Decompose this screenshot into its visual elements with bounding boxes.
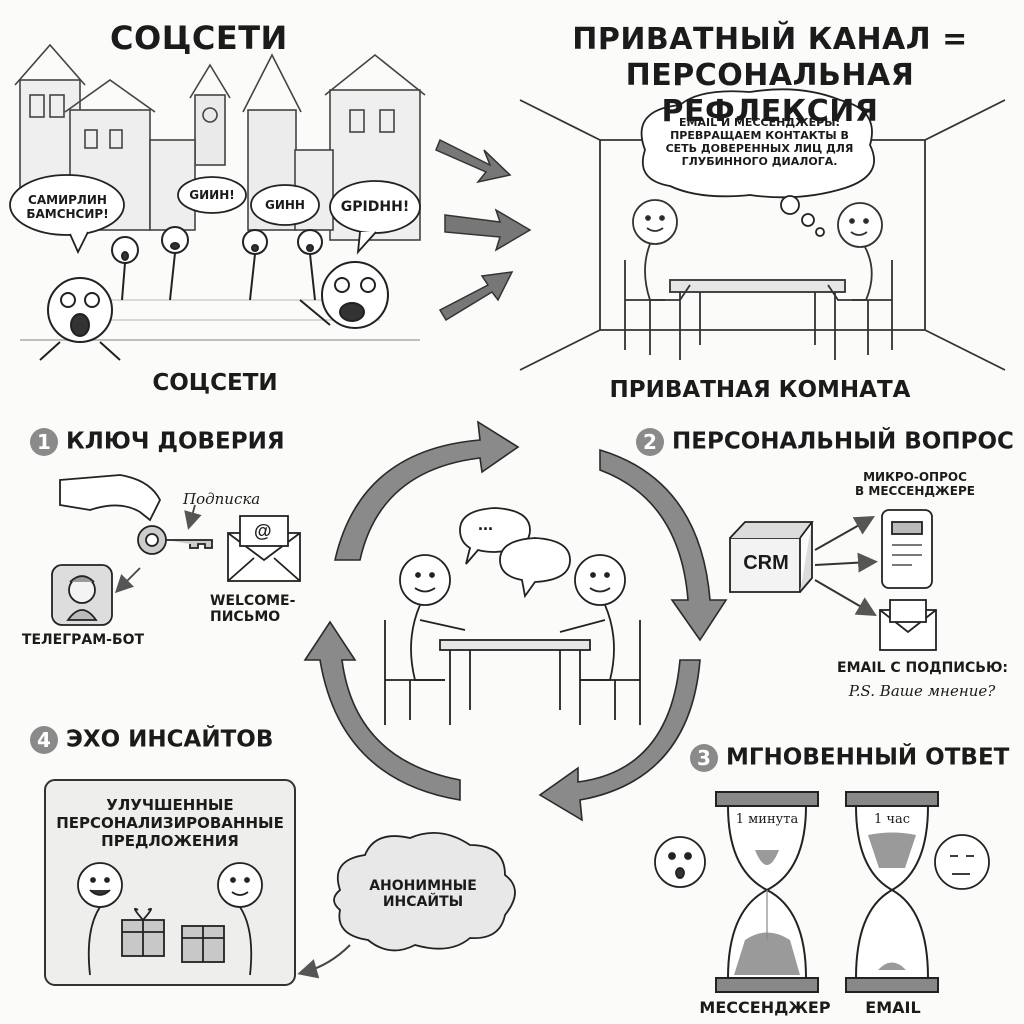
step-3-title: 3 МГНОВЕННЫЙ ОТВЕТ — [690, 744, 1009, 772]
offers-text: УЛУЧШЕННЫЕ ПЕРСОНАЛИЗИРОВАННЫЕ ПРЕДЛОЖЕН… — [56, 796, 284, 850]
emoji-faces — [654, 834, 990, 890]
subscription-label: Подписка — [183, 490, 261, 508]
step-3-label: МГНОВЕННЫЙ ОТВЕТ — [726, 744, 1010, 771]
step-2-number: 2 — [636, 428, 664, 456]
cycle-arrows — [303, 420, 728, 822]
step-1-label: КЛЮЧ ДОВЕРИЯ — [66, 428, 285, 455]
welcome-mail-label: WELCOME- ПИСЬМО — [210, 593, 296, 625]
center-dialogue — [384, 507, 641, 725]
bubble-text-2: GИИН! — [189, 188, 235, 202]
step-3-number: 3 — [690, 744, 718, 772]
step-4-label: ЭХО ИНСАЙТОВ — [66, 726, 274, 753]
social-caption: СОЦСЕТИ — [152, 370, 278, 396]
thought-bubble — [640, 88, 875, 237]
ps-opinion-text: P.S. Ваше мнение? — [848, 682, 996, 700]
hourglass-icon — [845, 791, 939, 993]
at-symbol: @ — [254, 521, 272, 541]
envelope-icon — [879, 599, 937, 651]
speech-bubbles — [9, 174, 421, 255]
arrow-icon — [435, 138, 532, 322]
private-room-caption: ПРИВАТНАЯ КОМНАТА — [609, 377, 911, 403]
step-2-label: ПЕРСОНАЛЬНЫЙ ВОПРОС — [672, 428, 1014, 455]
key-icon — [59, 474, 213, 555]
bubble-text-1: САМИРЛИН БАМСНСИР! — [26, 193, 109, 221]
email-label: EMAIL — [865, 998, 921, 1017]
social-title: СОЦСЕТИ — [110, 19, 288, 57]
step-1-title: 1 КЛЮЧ ДОВЕРИЯ — [30, 428, 285, 456]
thought-text: EMAIL И МЕССЕНДЖЕРЫ: ПРЕВРАЩАЕМ КОНТАКТЫ… — [665, 116, 854, 168]
email-signature-label: EMAIL С ПОДПИСЬЮ: — [837, 660, 1008, 676]
hourglass-icon — [715, 791, 819, 993]
hourglass-2-time: 1 час — [873, 812, 911, 827]
step-4-title: 4 ЭХО ИНСАЙТОВ — [30, 726, 273, 754]
messenger-label: МЕССЕНДЖЕР — [699, 998, 831, 1017]
speech-dots: ... — [478, 514, 494, 534]
private-channel-title: ПРИВАТНЫЙ КАНАЛ = ПЕРСОНАЛЬНАЯ РЕФЛЕКСИЯ — [572, 22, 968, 129]
micro-survey-label: МИКРО-ОПРОС В МЕССЕНДЖЕРЕ — [855, 470, 975, 498]
telegram-bot-label: ТЕЛЕГРАМ-БОТ — [21, 632, 145, 648]
gift-icon — [77, 862, 263, 976]
phone-icon — [881, 509, 933, 589]
crm-box — [729, 521, 814, 593]
bubble-text-4: GPIDHH! — [340, 199, 410, 215]
crm-arrows — [814, 516, 878, 617]
angry-crowd — [39, 226, 389, 361]
crm-label: CRM — [743, 552, 789, 574]
anonymous-insights-text: АНОНИМНЫЕ ИНСАЙТЫ — [369, 878, 477, 910]
bubble-text-3: GИНН — [265, 198, 305, 212]
step-1-number: 1 — [30, 428, 58, 456]
hourglass-1-time: 1 минута — [735, 812, 799, 827]
envelope-icon — [227, 515, 301, 582]
offers-box — [44, 779, 296, 986]
insights-cloud — [297, 832, 516, 979]
step-2-title: 2 ПЕРСОНАЛЬНЫЙ ВОПРОС — [636, 428, 1014, 456]
step-4-number: 4 — [30, 726, 58, 754]
avatar-icon — [51, 564, 141, 626]
